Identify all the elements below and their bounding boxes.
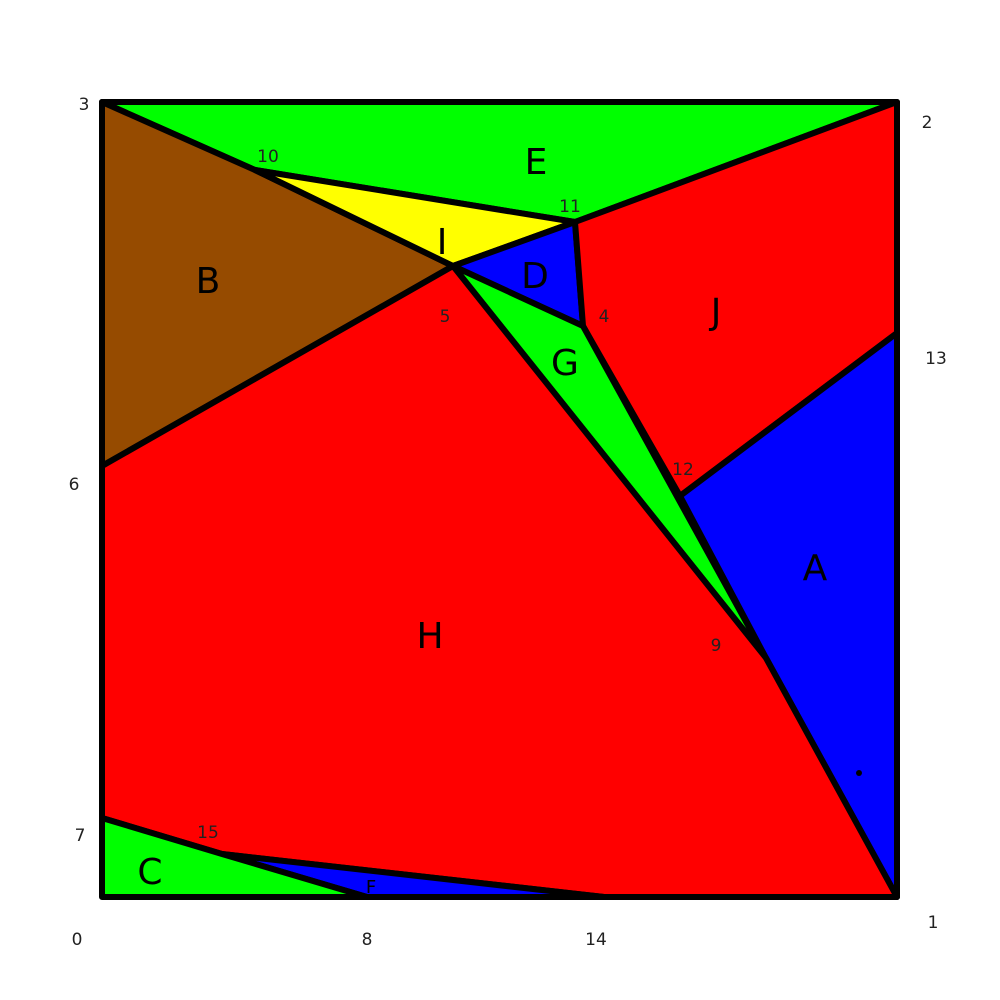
region-label-h: H xyxy=(416,616,443,657)
vertex-label-8: 8 xyxy=(362,930,373,950)
region-label-g: G xyxy=(551,343,579,384)
vertex-label-10: 10 xyxy=(257,147,279,167)
region-label-i: I xyxy=(437,222,448,263)
vertex-label-13: 13 xyxy=(925,349,947,369)
region-label-e: E xyxy=(525,142,548,183)
region-label-f: F xyxy=(366,877,376,898)
region-label-a: A xyxy=(803,548,828,589)
vertex-label-4: 4 xyxy=(599,307,610,327)
vertex-label-1: 1 xyxy=(928,913,939,933)
region-label-d: D xyxy=(521,256,549,297)
vertex-label-15: 15 xyxy=(197,823,219,843)
vertex-label-12: 12 xyxy=(672,460,694,480)
region-label-c: C xyxy=(137,852,162,893)
vertex-label-14: 14 xyxy=(585,930,607,950)
region-c xyxy=(99,815,370,900)
vertex-label-9: 9 xyxy=(711,636,722,656)
region-label-j: J xyxy=(709,292,722,333)
region-label-b: B xyxy=(196,261,221,302)
vertex-label-2: 2 xyxy=(922,113,933,133)
vertex-label-5: 5 xyxy=(440,307,451,327)
vertex-label-0: 0 xyxy=(72,930,83,950)
vertex-label-11: 11 xyxy=(559,197,581,217)
marker-dot xyxy=(856,770,862,776)
vertex-label-6: 6 xyxy=(69,475,80,495)
vertex-label-7: 7 xyxy=(75,826,86,846)
vertex-label-3: 3 xyxy=(79,95,90,115)
